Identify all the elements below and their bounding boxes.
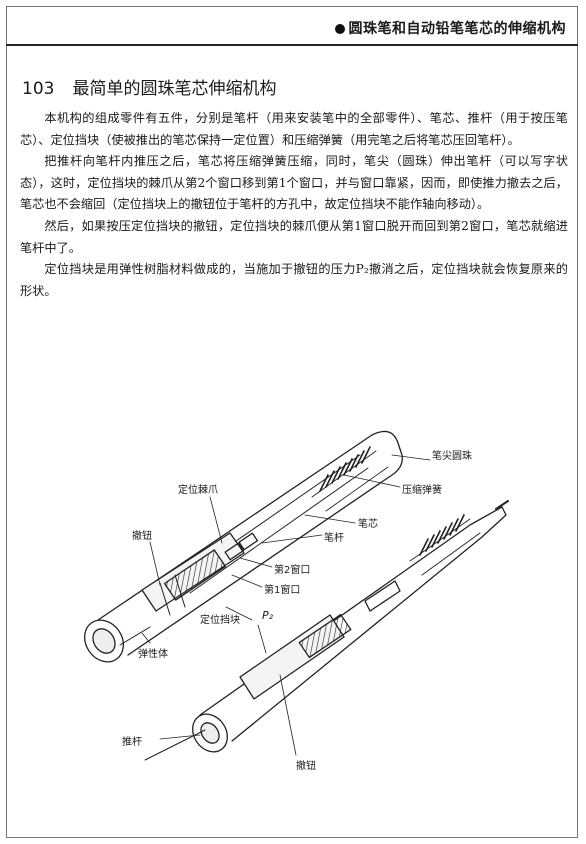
label-release-button-top: 撤钮	[132, 531, 152, 542]
body-text: 本机构的组成零件有五件，分别是笔杆（用来安装笔中的全部零件）、笔芯、推杆（用于按…	[20, 108, 568, 302]
leader-lines	[141, 454, 431, 756]
running-head-text: 圆珠笔和自动铅笔笔芯的伸缩机构	[348, 21, 566, 37]
label-elastic-body: 弹性体	[138, 649, 168, 660]
label-release-button-bottom: 撤钮	[296, 761, 316, 772]
running-head: 圆珠笔和自动铅笔笔芯的伸缩机构	[334, 18, 567, 38]
pen-mechanism-drawing	[84, 430, 509, 761]
upper-pen-drawing	[84, 430, 403, 663]
paragraph: 把推杆向笔杆内推压之后，笔芯将压缩弹簧压缩，同时，笔尖（圆珠）伸出笔杆（可以写字…	[20, 154, 568, 212]
paragraph: 本机构的组成零件有五件，分别是笔杆（用来安装笔中的全部零件）、笔芯、推杆（用于按…	[20, 111, 568, 147]
section-number: 103	[22, 79, 55, 99]
label-push-rod: 推杆	[122, 737, 142, 748]
lower-pen-drawing	[144, 500, 509, 761]
bullet-dot-icon	[334, 24, 345, 34]
label-refill: 笔芯	[358, 519, 378, 530]
section-title: 最简单的圆珠笔芯伸缩机构	[72, 79, 277, 99]
paragraph: 定位挡块是用弹性树脂材料做成的，当施加于撤钮的压力P₂撤消之后，定位挡块就会恢复…	[20, 262, 568, 298]
label-nib-ball: 笔尖圆珠	[432, 451, 472, 462]
paragraph: 然后，如果按压定位挡块的撤钮，定位挡块的棘爪便从第1窗口脱开而回到第2窗口，笔芯…	[20, 218, 568, 255]
label-window-1: 第1窗口	[264, 585, 301, 596]
label-force-p2: P₂	[262, 609, 274, 622]
section-heading: 103 最简单的圆珠笔芯伸缩机构	[22, 74, 276, 99]
header-rule	[6, 44, 578, 46]
label-barrel: 笔杆	[324, 533, 344, 544]
label-compression-spring: 压缩弹簧	[402, 485, 442, 496]
label-stopper: 定位挡块	[200, 615, 240, 626]
label-pawl: 定位棘爪	[178, 485, 218, 496]
page-border	[6, 6, 578, 838]
label-window-2: 第2窗口	[274, 565, 311, 576]
pen-mechanism-figure: 笔尖圆珠 压缩弹簧 定位棘爪 笔芯 笔杆 撤钮 第2窗口 第1窗口 定位挡块 P…	[0, 415, 586, 795]
